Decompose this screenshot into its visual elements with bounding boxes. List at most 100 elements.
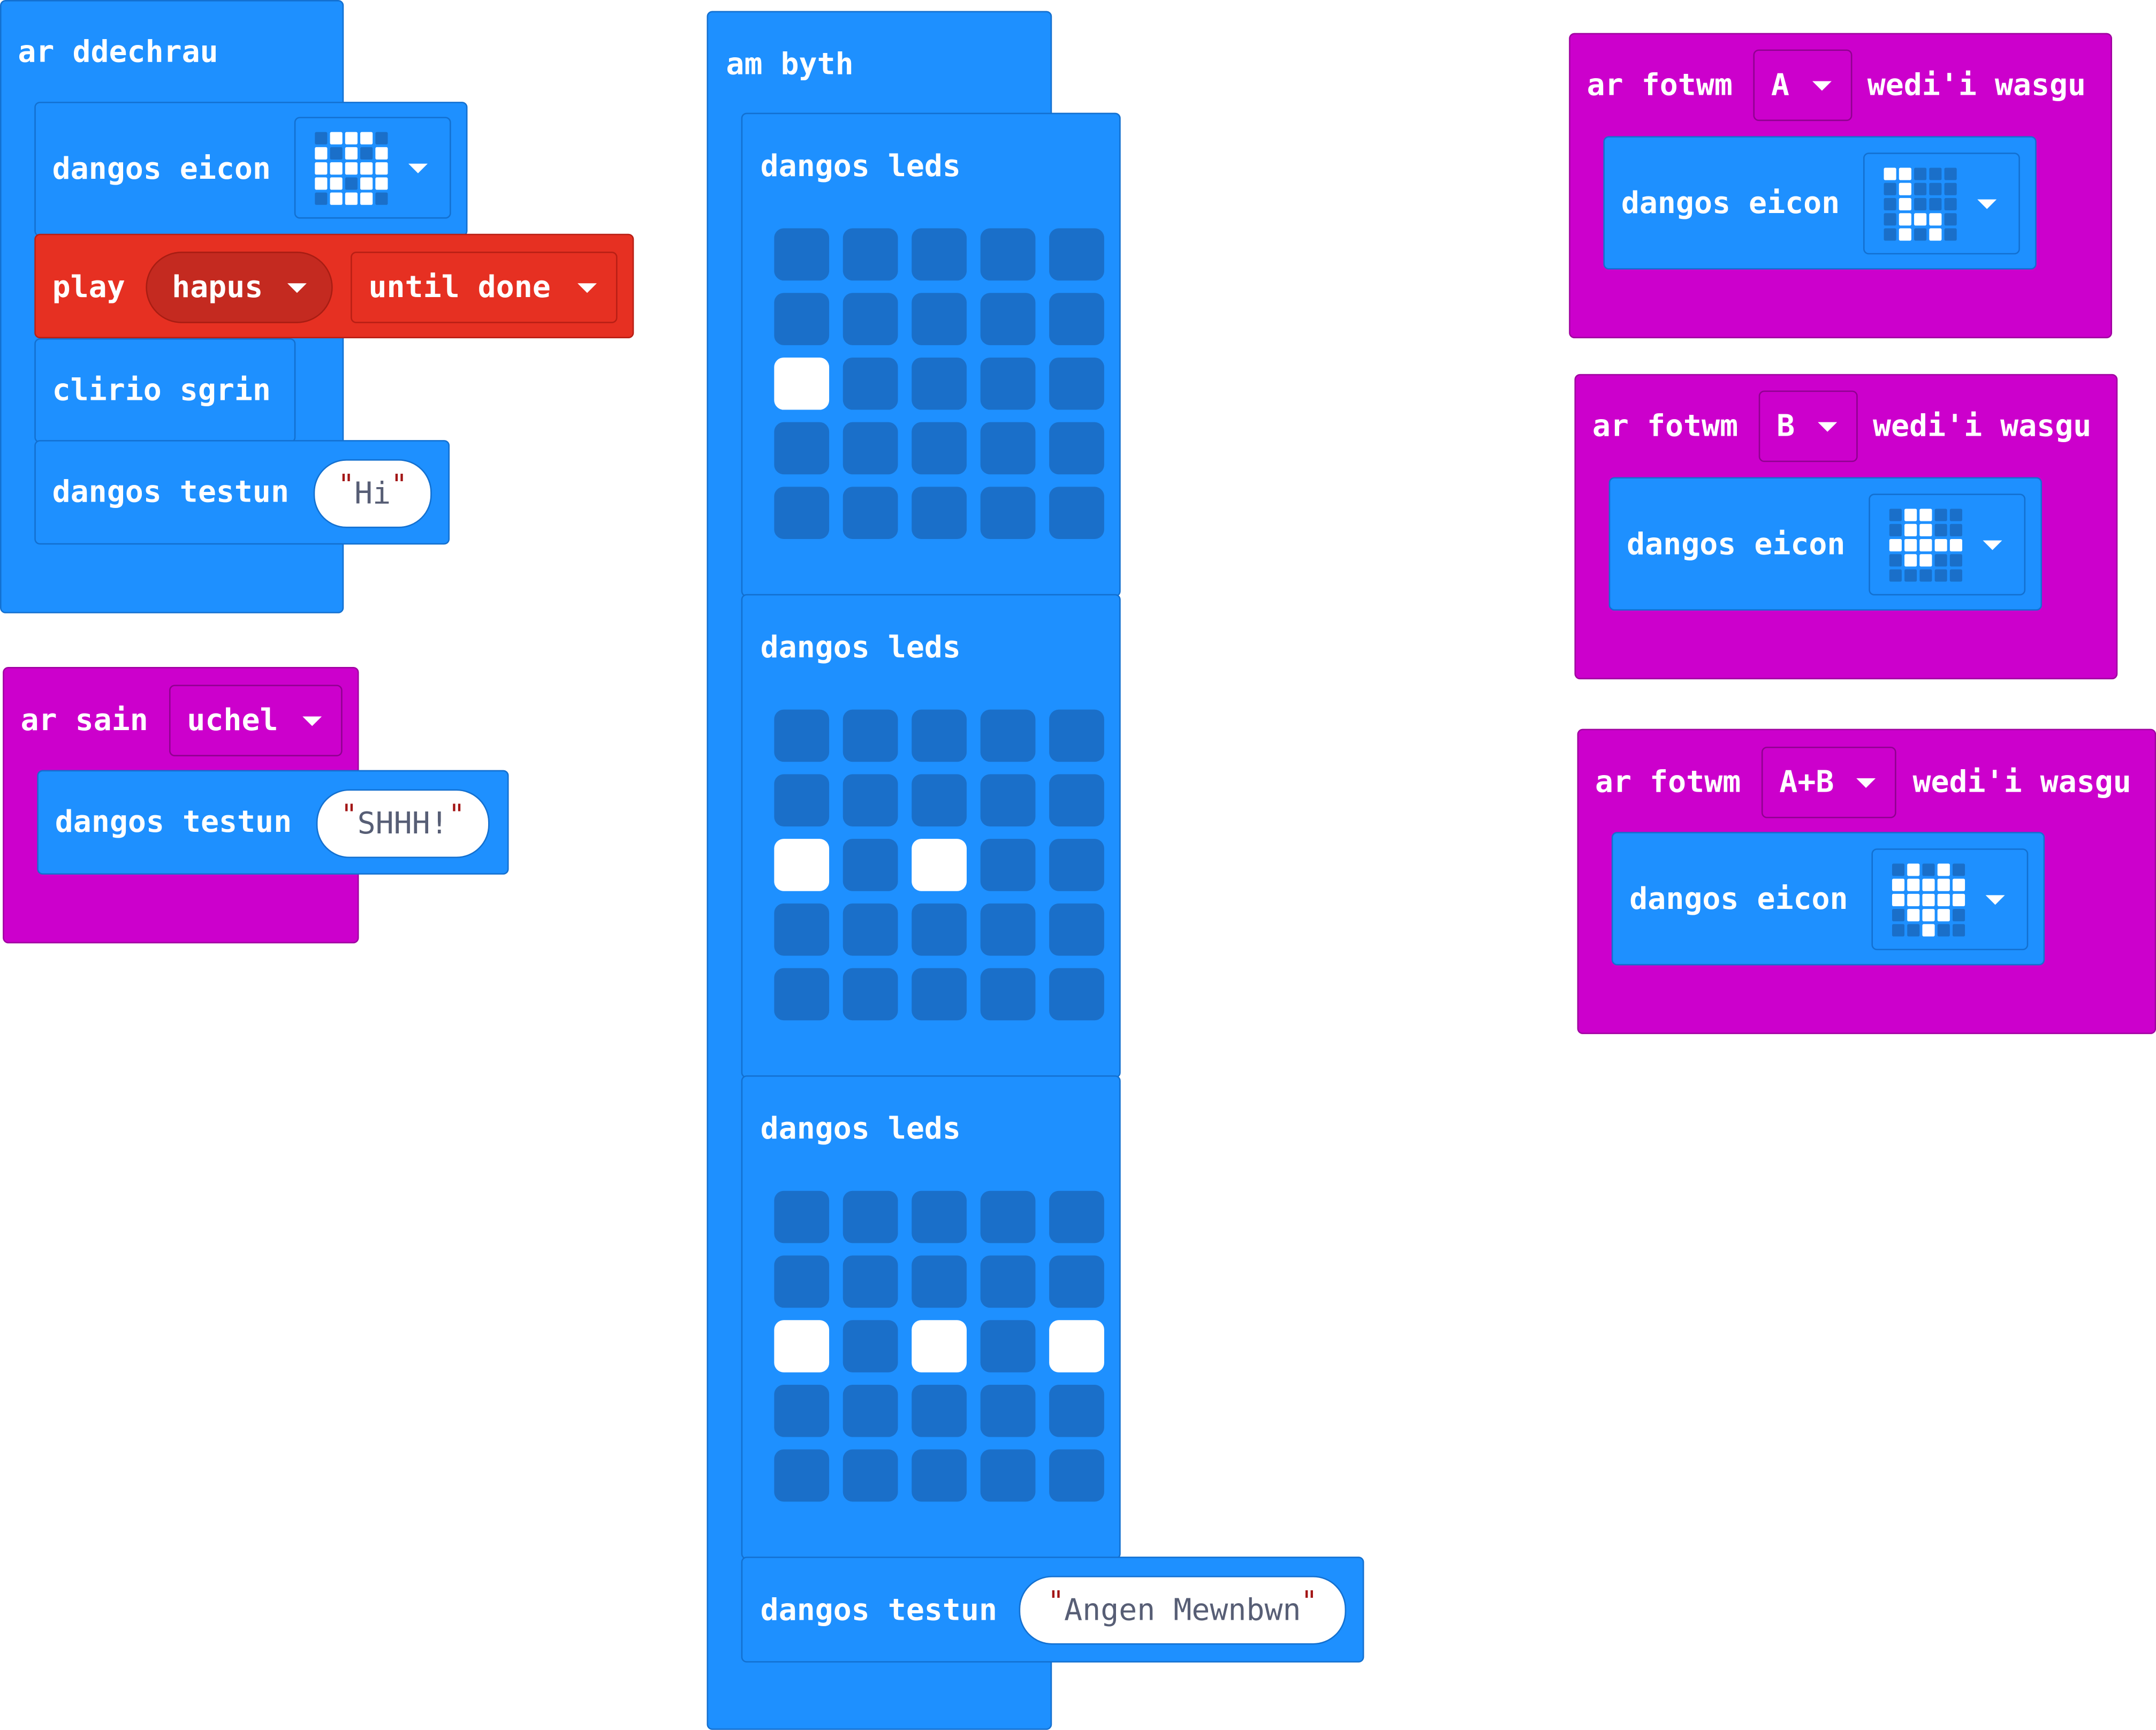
led-on[interactable] — [774, 1320, 830, 1372]
led-off[interactable] — [980, 968, 1036, 1021]
icon-picker[interactable] — [294, 117, 451, 219]
led-off[interactable] — [774, 228, 830, 281]
led-off[interactable] — [980, 1320, 1036, 1372]
led-off[interactable] — [774, 1384, 830, 1437]
led-off[interactable] — [1049, 357, 1104, 410]
led-off[interactable] — [912, 1384, 967, 1437]
string-input[interactable]: "Angen Mewnbwn" — [1019, 1576, 1347, 1645]
led-off[interactable] — [912, 293, 967, 345]
led-off[interactable] — [774, 903, 830, 956]
led-off[interactable] — [980, 1384, 1036, 1437]
led-off[interactable] — [842, 1190, 898, 1243]
button-dropdown[interactable]: A — [1753, 49, 1853, 122]
led-off[interactable] — [842, 774, 898, 826]
led-off[interactable] — [842, 968, 898, 1021]
led-off[interactable] — [842, 357, 898, 410]
led-matrix[interactable] — [774, 228, 1104, 540]
led-off[interactable] — [912, 357, 967, 410]
icon-picker[interactable] — [1871, 848, 2029, 951]
led-off[interactable] — [1049, 228, 1104, 281]
string-input[interactable]: "Hi" — [313, 459, 432, 528]
led-off[interactable] — [1049, 1449, 1104, 1502]
led-off[interactable] — [980, 228, 1036, 281]
led-off[interactable] — [980, 293, 1036, 345]
led-matrix[interactable] — [774, 1190, 1104, 1502]
led-off[interactable] — [980, 1190, 1036, 1243]
led-off[interactable] — [842, 1449, 898, 1502]
led-off[interactable] — [842, 1255, 898, 1308]
led-off[interactable] — [842, 487, 898, 540]
led-on[interactable] — [912, 1320, 967, 1372]
led-off[interactable] — [980, 709, 1036, 762]
led-off[interactable] — [912, 1449, 967, 1502]
led-off[interactable] — [912, 1255, 967, 1308]
led-off[interactable] — [980, 903, 1036, 956]
show-icon-block[interactable]: dangos eicon — [1603, 136, 2037, 270]
show-icon-block[interactable]: dangos eicon — [1611, 832, 2045, 966]
led-off[interactable] — [912, 968, 967, 1021]
led-off[interactable] — [774, 422, 830, 475]
led-off[interactable] — [980, 487, 1036, 540]
led-off[interactable] — [774, 774, 830, 826]
led-off[interactable] — [1049, 1384, 1104, 1437]
led-matrix[interactable] — [774, 709, 1104, 1021]
led-off[interactable] — [774, 1255, 830, 1308]
led-off[interactable] — [774, 1190, 830, 1243]
led-off[interactable] — [774, 487, 830, 540]
sound-level-dropdown[interactable]: uchel — [169, 685, 343, 756]
led-off[interactable] — [842, 709, 898, 762]
led-off[interactable] — [842, 1384, 898, 1437]
led-off[interactable] — [1049, 422, 1104, 475]
led-off[interactable] — [980, 774, 1036, 826]
led-off[interactable] — [1049, 1255, 1104, 1308]
led-off[interactable] — [842, 839, 898, 891]
led-off[interactable] — [912, 228, 967, 281]
led-off[interactable] — [774, 709, 830, 762]
sound-dropdown[interactable]: hapus — [146, 252, 333, 323]
led-off[interactable] — [912, 774, 967, 826]
led-off[interactable] — [1049, 839, 1104, 891]
led-off[interactable] — [842, 903, 898, 956]
led-off[interactable] — [980, 357, 1036, 410]
led-off[interactable] — [1049, 293, 1104, 345]
led-off[interactable] — [980, 1255, 1036, 1308]
play-mode-dropdown[interactable]: until done — [351, 252, 618, 323]
led-off[interactable] — [842, 293, 898, 345]
show-string-block[interactable]: dangos testun "SHHH!" — [37, 770, 509, 875]
button-dropdown[interactable]: A+B — [1761, 746, 1896, 818]
led-on[interactable] — [774, 839, 830, 891]
led-off[interactable] — [842, 228, 898, 281]
led-off[interactable] — [1049, 1190, 1104, 1243]
show-icon-block[interactable]: dangos eicon — [1608, 477, 2042, 611]
led-off[interactable] — [774, 968, 830, 1021]
led-off[interactable] — [1049, 968, 1104, 1021]
show-leds-block[interactable]: dangos leds — [741, 1075, 1121, 1560]
led-off[interactable] — [912, 422, 967, 475]
led-off[interactable] — [980, 1449, 1036, 1502]
led-off[interactable] — [912, 709, 967, 762]
led-off[interactable] — [1049, 903, 1104, 956]
show-string-block[interactable]: dangos testun "Hi" — [34, 440, 450, 545]
led-off[interactable] — [912, 903, 967, 956]
show-leds-block[interactable]: dangos leds — [741, 112, 1121, 597]
led-off[interactable] — [912, 1190, 967, 1243]
led-off[interactable] — [774, 1449, 830, 1502]
led-on[interactable] — [774, 357, 830, 410]
button-dropdown[interactable]: B — [1758, 390, 1858, 462]
led-off[interactable] — [842, 422, 898, 475]
show-string-block[interactable]: dangos testun "Angen Mewnbwn" — [741, 1557, 1364, 1663]
led-off[interactable] — [1049, 774, 1104, 826]
show-leds-block[interactable]: dangos leds — [741, 594, 1121, 1079]
led-off[interactable] — [842, 1320, 898, 1372]
led-off[interactable] — [980, 422, 1036, 475]
led-off[interactable] — [774, 293, 830, 345]
icon-picker[interactable] — [1869, 494, 2026, 596]
led-off[interactable] — [1049, 487, 1104, 540]
led-on[interactable] — [912, 839, 967, 891]
led-off[interactable] — [980, 839, 1036, 891]
led-off[interactable] — [912, 487, 967, 540]
play-sound-block[interactable]: play hapus until done — [34, 233, 634, 338]
clear-screen-block[interactable]: clirio sgrin — [34, 338, 296, 443]
show-icon-block[interactable]: dangos eicon — [34, 102, 468, 237]
icon-picker[interactable] — [1863, 153, 2020, 255]
